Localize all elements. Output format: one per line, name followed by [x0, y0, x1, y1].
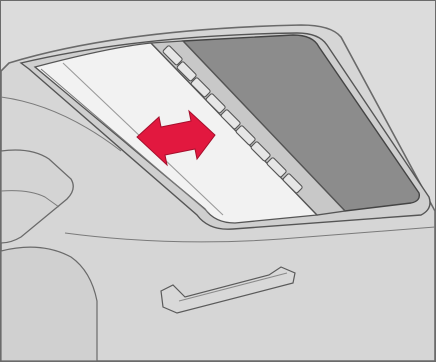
- illustration-frame: [0, 0, 436, 362]
- sunroof-illustration: [1, 1, 435, 361]
